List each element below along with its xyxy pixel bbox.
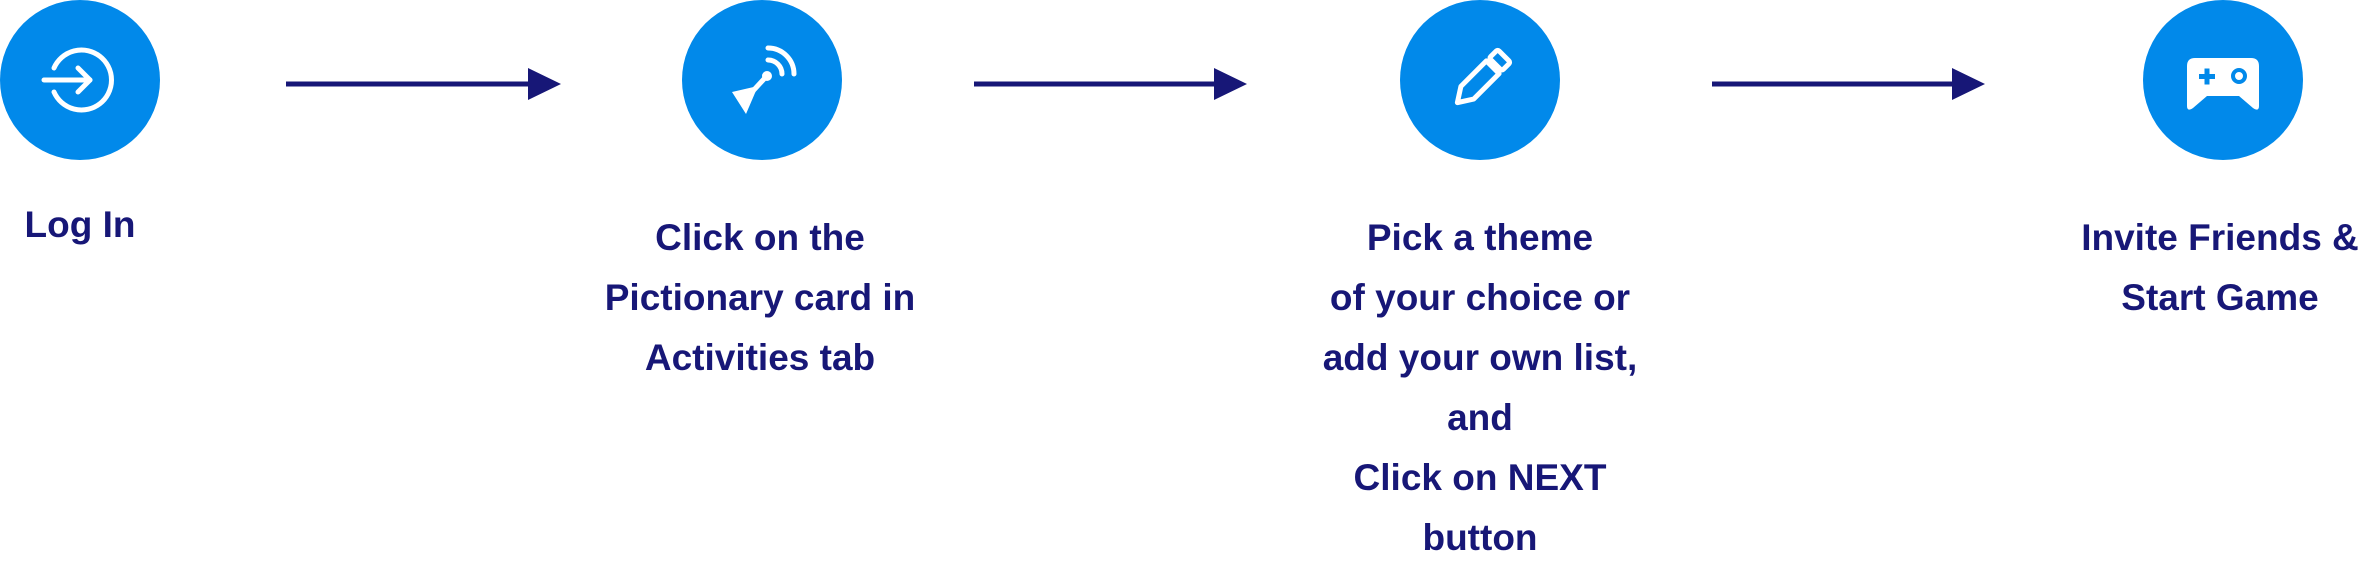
pencil-icon <box>1454 47 1513 106</box>
step-2-label-line-1: Click on the <box>655 217 865 258</box>
cursor-signal-icon <box>732 45 797 114</box>
step-3-circle <box>1400 0 1560 160</box>
step-3-label-line-4: and <box>1447 397 1513 438</box>
step-1-circle <box>0 0 160 160</box>
arrow-1 <box>286 66 561 102</box>
gamepad-icon <box>2187 58 2259 110</box>
step-4-label-line-1: Invite Friends & <box>2081 217 2359 258</box>
step-2-label-line-2: Pictionary card in <box>604 277 916 318</box>
step-3-label-line-6: button <box>1422 517 1538 558</box>
step-3-label-line-3: add your own list, <box>1322 337 1638 378</box>
step-2-label: Click on the Pictionary card in Activiti… <box>560 208 960 388</box>
step-3-label-line-2: of your choice or <box>1329 277 1631 318</box>
step-3-label-line-1: Pick a theme <box>1366 217 1594 258</box>
step-2-label-line-3: Activities tab <box>644 337 876 378</box>
step-1-label-line: Log In <box>24 204 136 245</box>
step-3-label-line-5: Click on NEXT <box>1353 457 1607 498</box>
login-icon <box>41 47 114 113</box>
step-4-label: Invite Friends & Start Game <box>2040 208 2360 328</box>
arrow-3 <box>1712 66 1985 102</box>
step-2-circle <box>682 0 842 160</box>
step-1-label: Log In <box>0 195 180 255</box>
step-4-circle <box>2143 0 2303 160</box>
arrow-2 <box>974 66 1247 102</box>
step-4-label-line-2: Start Game <box>2121 277 2319 318</box>
step-3-label: Pick a theme of your choice or add your … <box>1280 208 1680 568</box>
